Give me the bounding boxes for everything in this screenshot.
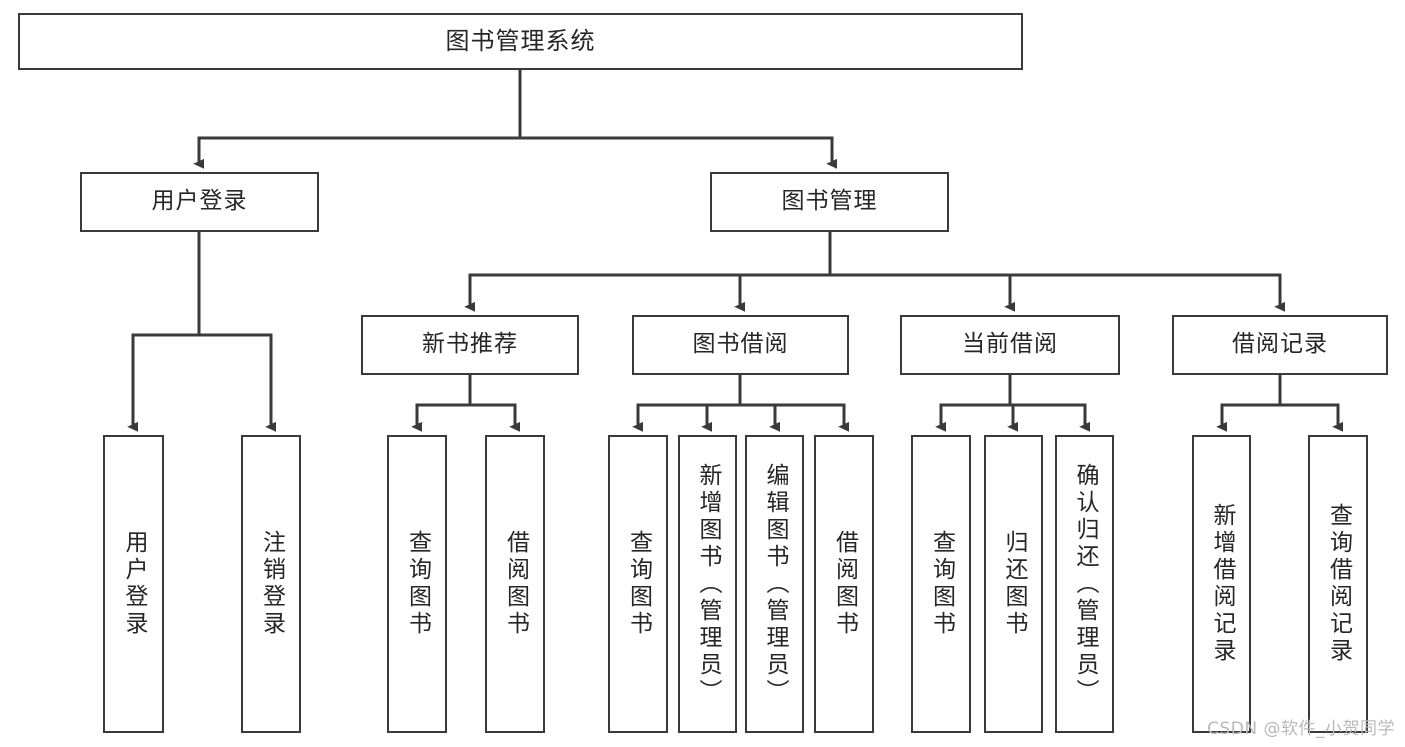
node-level3-borrow-records[interactable]: 借阅记录 bbox=[1172, 315, 1388, 375]
node-leaf-borrow-book-newbook[interactable]: 借阅图书 bbox=[485, 435, 545, 733]
node-leaf-user-login[interactable]: 用户登录 bbox=[103, 435, 164, 733]
node-level2-user-login[interactable]: 用户登录 bbox=[80, 172, 319, 232]
node-leaf-return-book[interactable]: 归还图书 bbox=[984, 435, 1043, 733]
node-leaf-query-book-borrow[interactable]: 查询图书 bbox=[608, 435, 668, 733]
node-level3-new-book-recommend[interactable]: 新书推荐 bbox=[361, 315, 579, 375]
node-leaf-add-borrow-record[interactable]: 新增借阅记录 bbox=[1192, 435, 1251, 733]
node-level2-book-management[interactable]: 图书管理 bbox=[710, 172, 949, 232]
node-level3-book-borrow[interactable]: 图书借阅 bbox=[632, 315, 849, 375]
node-leaf-query-borrow-record[interactable]: 查询借阅记录 bbox=[1308, 435, 1368, 733]
node-leaf-edit-book-admin[interactable]: 编辑图书（管理员） bbox=[745, 435, 804, 733]
node-leaf-query-book-current[interactable]: 查询图书 bbox=[911, 435, 971, 733]
node-leaf-confirm-return-admin[interactable]: 确认归还（管理员） bbox=[1055, 435, 1114, 733]
csdn-watermark: CSDN @软件_小贺同学 bbox=[1207, 719, 1395, 739]
node-leaf-add-book-admin[interactable]: 新增图书（管理员） bbox=[678, 435, 737, 733]
node-leaf-borrow-book[interactable]: 借阅图书 bbox=[814, 435, 874, 733]
node-leaf-logout[interactable]: 注销登录 bbox=[241, 435, 301, 733]
node-root[interactable]: 图书管理系统 bbox=[18, 13, 1023, 70]
node-leaf-query-book-newbook[interactable]: 查询图书 bbox=[387, 435, 447, 733]
node-level3-current-borrow[interactable]: 当前借阅 bbox=[900, 315, 1120, 375]
